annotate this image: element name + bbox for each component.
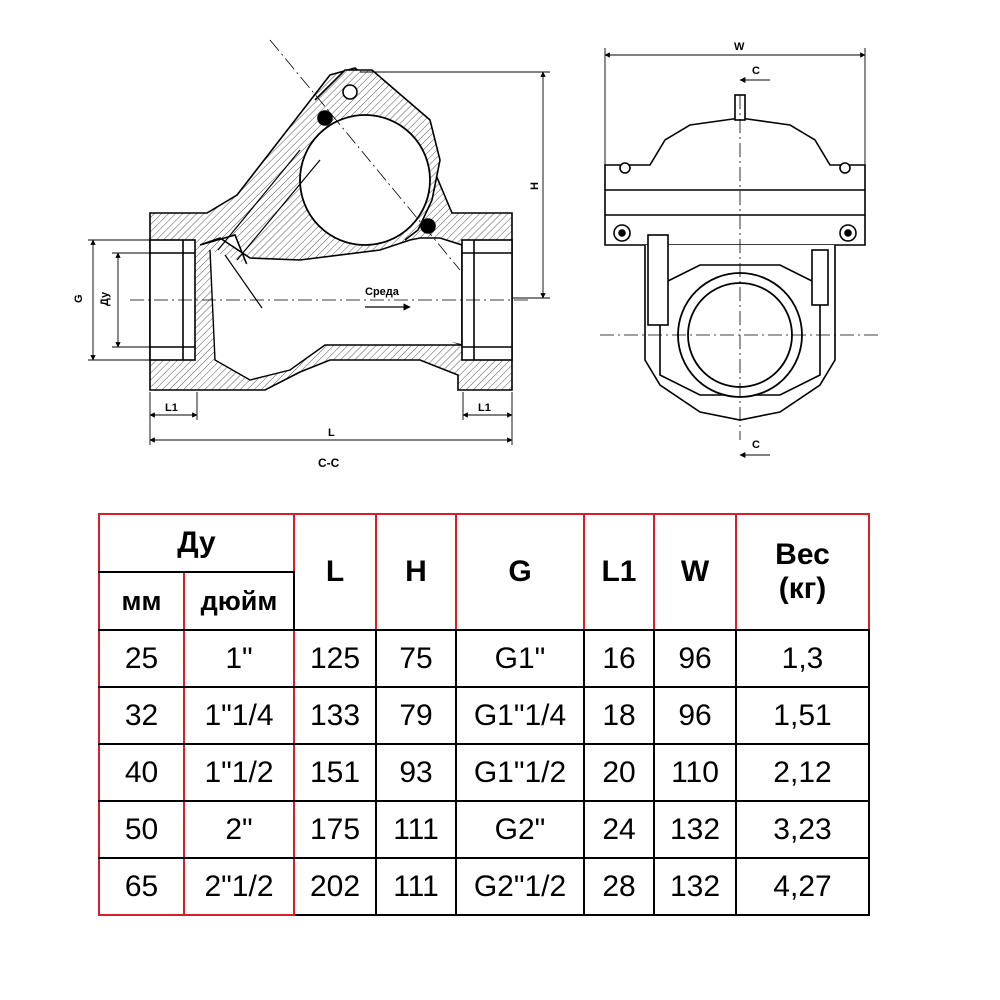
cell-g: G1" <box>455 629 585 688</box>
cell-mm: 50 <box>98 800 185 859</box>
top-cap <box>604 117 866 246</box>
cell-l: 202 <box>293 857 377 916</box>
section-view <box>149 67 513 391</box>
cell-inch: 1"1/2 <box>183 743 295 802</box>
cell-weight: 4,27 <box>735 857 870 916</box>
cell-h: 79 <box>375 686 457 745</box>
section-marker-top: C <box>752 65 760 77</box>
cell-w: 132 <box>653 857 737 916</box>
cell-w: 96 <box>653 629 737 688</box>
cell-h: 75 <box>375 629 457 688</box>
table-row: 50 2" 175 111 G2" 24 132 3,23 <box>98 800 870 859</box>
seal-bottom <box>420 218 436 234</box>
cell-h: 93 <box>375 743 457 802</box>
cell-l: 151 <box>293 743 377 802</box>
cell-l1: 28 <box>583 857 655 916</box>
dim-l1-left-label: L1 <box>165 402 178 414</box>
header-mm: мм <box>98 571 185 631</box>
cell-inch: 1" <box>183 629 295 688</box>
cell-weight: 2,12 <box>735 743 870 802</box>
header-h: H <box>375 513 457 631</box>
cell-g: G2" <box>455 800 585 859</box>
cell-h: 111 <box>375 800 457 859</box>
dim-du-label: Ду <box>99 291 111 306</box>
cell-inch: 2" <box>183 800 295 859</box>
table-row: 32 1"1/4 133 79 G1"1/4 18 96 1,51 <box>98 686 870 745</box>
technical-drawing: Среда G Ду L1 L1 L C-C H <box>73 39 880 470</box>
table-row: 40 1"1/2 151 93 G1"1/2 20 110 2,12 <box>98 743 870 802</box>
table-row: 25 1" 125 75 G1" 16 96 1,3 <box>98 629 870 688</box>
table-row: 65 2"1/2 202 111 G2"1/2 28 132 4,27 <box>98 857 870 916</box>
cell-mm: 25 <box>98 629 185 688</box>
cell-mm: 32 <box>98 686 185 745</box>
header-weight-line1: Вес <box>775 538 830 571</box>
header-l: L <box>293 513 377 631</box>
dimension-g <box>88 239 150 361</box>
cell-h: 111 <box>375 857 457 916</box>
ball <box>299 114 431 246</box>
section-marker-bottom: C <box>752 439 760 451</box>
cell-mm: 65 <box>98 857 185 916</box>
cell-l: 175 <box>293 800 377 859</box>
header-weight: Вес (кг) <box>735 513 870 631</box>
dim-w-label: W <box>734 41 745 53</box>
header-g: G <box>455 513 585 631</box>
flow-label: Среда <box>365 286 400 298</box>
cell-inch: 2"1/2 <box>183 857 295 916</box>
cell-w: 96 <box>653 686 737 745</box>
dim-l1-right-label: L1 <box>478 402 491 414</box>
cell-g: G1"1/4 <box>455 686 585 745</box>
cell-g: G2"1/2 <box>455 857 585 916</box>
header-du: Ду <box>98 513 295 573</box>
cell-l1: 20 <box>583 743 655 802</box>
header-weight-line2: (кг) <box>778 572 827 605</box>
spec-table: Ду L H G L1 W Вес (кг) мм дюйм 25 1" 125… <box>98 513 870 916</box>
cell-l1: 18 <box>583 686 655 745</box>
dim-h-label: H <box>529 182 541 190</box>
cell-l: 125 <box>293 629 377 688</box>
cell-weight: 3,23 <box>735 800 870 859</box>
cell-w: 132 <box>653 800 737 859</box>
cell-l1: 16 <box>583 629 655 688</box>
cell-l: 133 <box>293 686 377 745</box>
end-view <box>604 94 866 421</box>
cell-l1: 24 <box>583 800 655 859</box>
section-label: C-C <box>318 456 340 470</box>
seal-top <box>317 110 333 126</box>
cell-w: 110 <box>653 743 737 802</box>
header-l1: L1 <box>583 513 655 631</box>
cell-weight: 1,3 <box>735 629 870 688</box>
dim-g-label: G <box>73 294 85 303</box>
header-w: W <box>653 513 737 631</box>
dim-l-label: L <box>328 427 335 439</box>
header-inch: дюйм <box>183 571 295 631</box>
cell-inch: 1"1/4 <box>183 686 295 745</box>
cell-mm: 40 <box>98 743 185 802</box>
cell-g: G1"1/2 <box>455 743 585 802</box>
cell-weight: 1,51 <box>735 686 870 745</box>
